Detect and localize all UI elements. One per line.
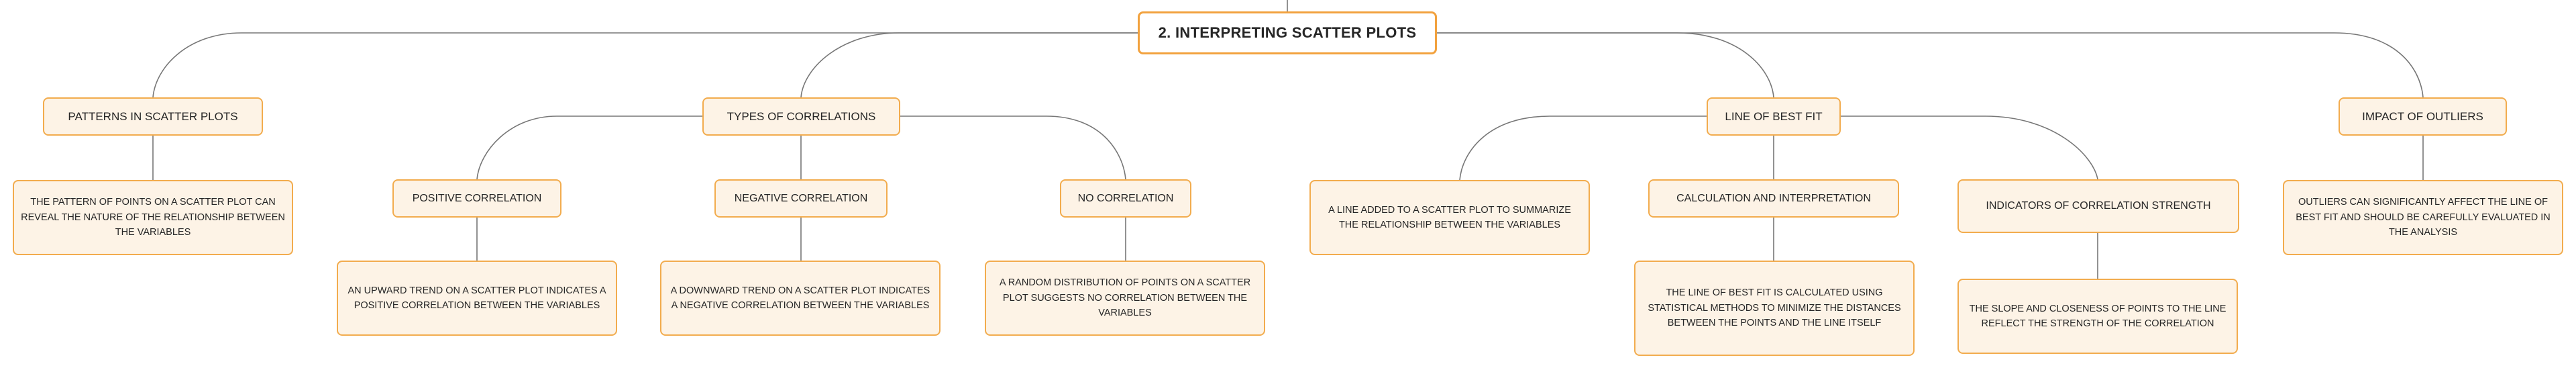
connector-line: [1437, 32, 2424, 98]
subtopic-label: POSITIVE CORRELATION: [412, 192, 542, 204]
connector-line: [900, 115, 1126, 180]
root-node[interactable]: 2. INTERPRETING SCATTER PLOTS: [1138, 11, 1437, 54]
topic-types-of-correlations[interactable]: TYPES OF CORRELATIONS: [702, 97, 900, 136]
detail-positive-correlation[interactable]: AN UPWARD TREND ON A SCATTER PLOT INDICA…: [337, 261, 617, 336]
detail-line-of-best-fit[interactable]: A LINE ADDED TO A SCATTER PLOT TO SUMMAR…: [1309, 180, 1590, 255]
connector-line: [152, 32, 1138, 98]
detail-text: A LINE ADDED TO A SCATTER PLOT TO SUMMAR…: [1328, 204, 1571, 230]
detail-text: THE PATTERN OF POINTS ON A SCATTER PLOT …: [21, 197, 285, 238]
subtopic-label: INDICATORS OF CORRELATION STRENGTH: [1986, 200, 2211, 212]
subtopic-label: NEGATIVE CORRELATION: [734, 192, 868, 204]
topic-label: TYPES OF CORRELATIONS: [727, 109, 876, 123]
detail-text: THE SLOPE AND CLOSENESS OF POINTS TO THE…: [1969, 303, 2226, 329]
subtopic-calculation-and-interpretation[interactable]: CALCULATION AND INTERPRETATION: [1648, 179, 1899, 218]
topic-label: PATTERNS IN SCATTER PLOTS: [68, 109, 238, 123]
detail-impact-of-outliers[interactable]: OUTLIERS CAN SIGNIFICANTLY AFFECT THE LI…: [2283, 180, 2563, 255]
connector-line: [1459, 115, 1707, 181]
detail-negative-correlation[interactable]: A DOWNWARD TREND ON A SCATTER PLOT INDIC…: [660, 261, 941, 336]
connector-line: [476, 115, 702, 180]
subtopic-label: NO CORRELATION: [1077, 192, 1174, 204]
detail-text: A RANDOM DISTRIBUTION OF POINTS ON A SCA…: [999, 277, 1251, 319]
subtopic-positive-correlation[interactable]: POSITIVE CORRELATION: [392, 179, 561, 218]
connector-line: [1437, 32, 1774, 98]
root-label: 2. INTERPRETING SCATTER PLOTS: [1158, 24, 1417, 41]
detail-no-correlation[interactable]: A RANDOM DISTRIBUTION OF POINTS ON A SCA…: [985, 261, 1265, 336]
subtopic-label: CALCULATION AND INTERPRETATION: [1676, 192, 1871, 204]
detail-calculation-and-interpretation[interactable]: THE LINE OF BEST FIT IS CALCULATED USING…: [1634, 261, 1915, 356]
detail-text: A DOWNWARD TREND ON A SCATTER PLOT INDIC…: [670, 285, 930, 311]
topic-impact-of-outliers[interactable]: IMPACT OF OUTLIERS: [2339, 97, 2507, 136]
subtopic-negative-correlation[interactable]: NEGATIVE CORRELATION: [714, 179, 888, 218]
detail-text: THE LINE OF BEST FIT IS CALCULATED USING…: [1648, 287, 1901, 329]
detail-indicators-of-correlation-strength[interactable]: THE SLOPE AND CLOSENESS OF POINTS TO THE…: [1957, 279, 2238, 354]
topic-label: IMPACT OF OUTLIERS: [2362, 109, 2483, 123]
detail-patterns[interactable]: THE PATTERN OF POINTS ON A SCATTER PLOT …: [13, 180, 293, 255]
topic-line-of-best-fit[interactable]: LINE OF BEST FIT: [1707, 97, 1841, 136]
detail-text: OUTLIERS CAN SIGNIFICANTLY AFFECT THE LI…: [2296, 197, 2551, 238]
connector-line: [1841, 115, 2098, 180]
subtopic-indicators-of-correlation-strength[interactable]: INDICATORS OF CORRELATION STRENGTH: [1957, 179, 2239, 233]
topic-label: LINE OF BEST FIT: [1725, 109, 1823, 123]
connector-line: [800, 32, 1138, 98]
topic-patterns-in-scatter-plots[interactable]: PATTERNS IN SCATTER PLOTS: [43, 97, 263, 136]
detail-text: AN UPWARD TREND ON A SCATTER PLOT INDICA…: [347, 285, 606, 311]
subtopic-no-correlation[interactable]: NO CORRELATION: [1060, 179, 1191, 218]
